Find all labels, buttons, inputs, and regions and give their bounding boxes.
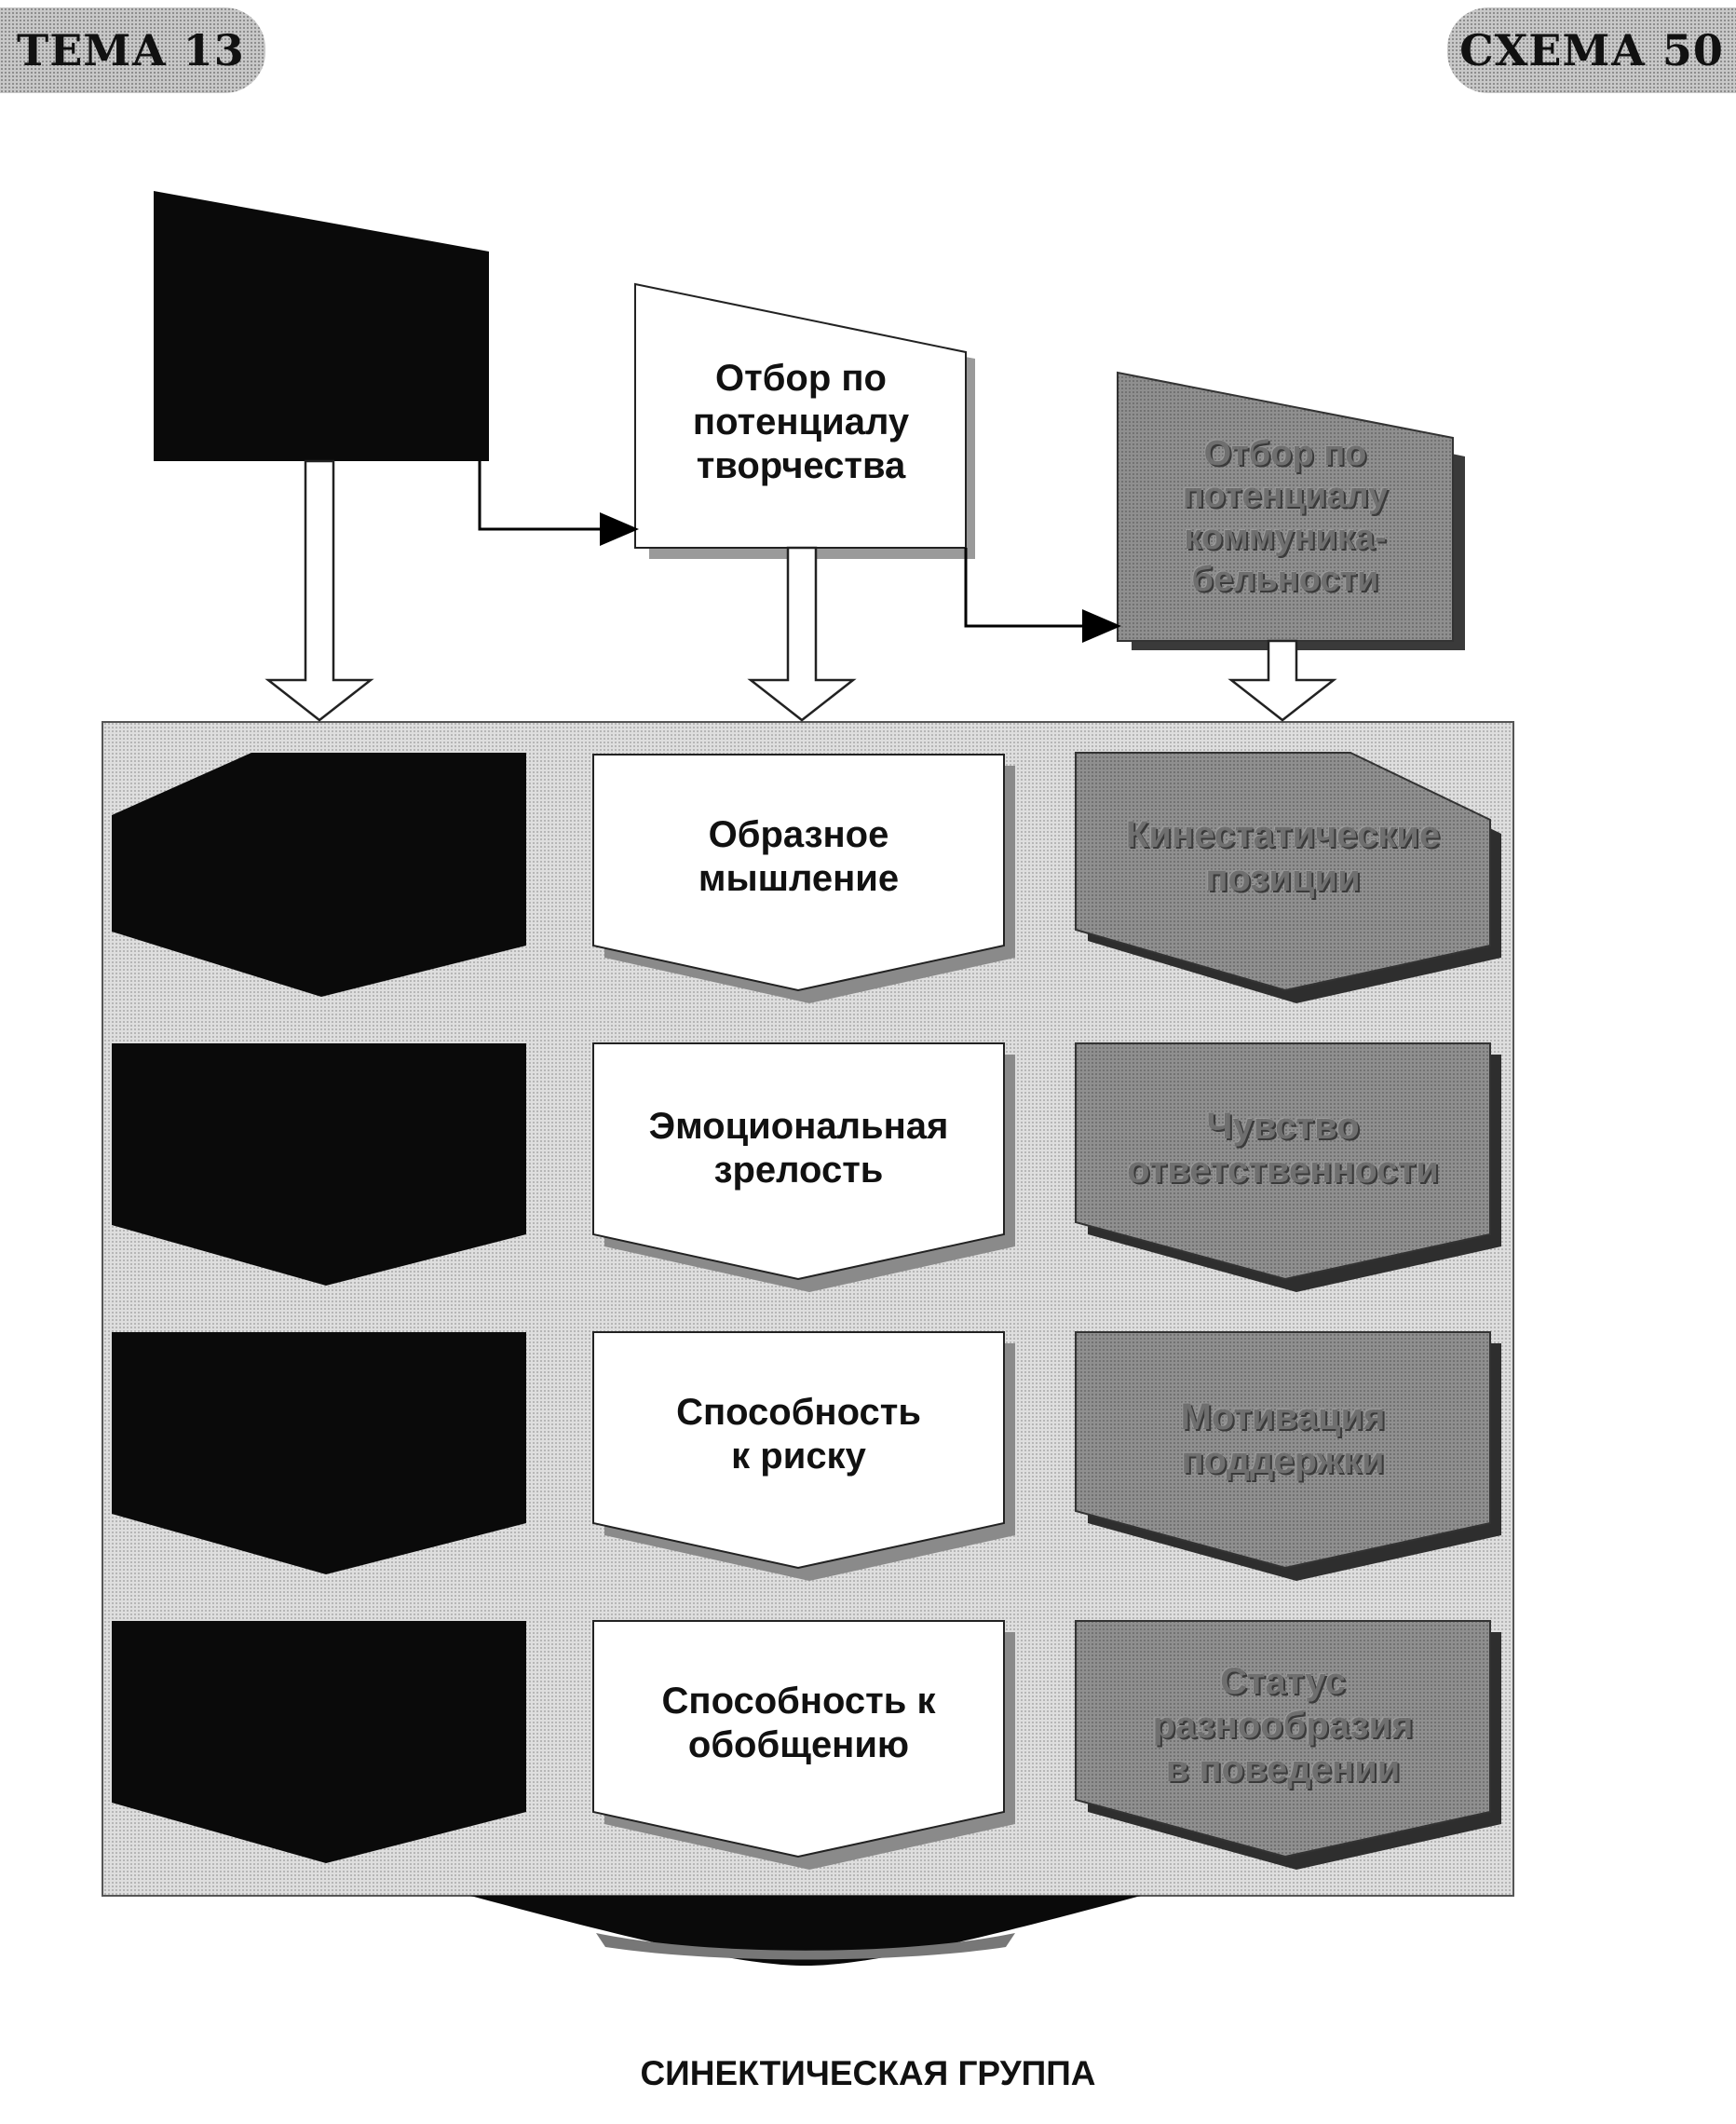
top-box-left xyxy=(154,191,489,461)
right-box-1 xyxy=(1075,752,1491,992)
center-label-3: Способность к риску xyxy=(676,1392,921,1477)
down-arrow-left xyxy=(264,459,374,722)
center-box-4 xyxy=(592,1620,1005,1858)
right-label-3: Мотивация поддержки xyxy=(1180,1396,1386,1481)
left-box-4 xyxy=(112,1621,526,1863)
top-box-right-label: Отбор по потенциалу коммуника- бельности xyxy=(1182,434,1389,599)
bottom-funnel xyxy=(470,1896,1141,1966)
right-label-2: Чувство ответственности xyxy=(1127,1106,1439,1191)
top-box-center-label: Отбор по потенциалу творчества xyxy=(692,357,910,486)
top-box-right xyxy=(1117,371,1454,642)
center-label-1: Образное мышление xyxy=(698,814,900,899)
down-arrow-center xyxy=(747,546,857,722)
topic-label: ТЕМА 13 xyxy=(17,25,245,75)
bottom-funnel-lip xyxy=(596,1933,1015,1960)
scheme-tab: СХЕМА 50 xyxy=(1447,7,1736,93)
down-arrow-right xyxy=(1227,639,1337,722)
right-box-2 xyxy=(1075,1042,1491,1281)
left-box-3 xyxy=(112,1332,526,1574)
center-box-2 xyxy=(592,1042,1005,1281)
right-column xyxy=(1075,752,1501,1870)
center-box-1 xyxy=(592,754,1005,992)
left-box-1 xyxy=(112,753,526,997)
center-box-3 xyxy=(592,1331,1005,1570)
group-title: СИНЕКТИЧЕСКАЯ ГРУППА xyxy=(640,2054,1096,2092)
center-label-2: Эмоциональная зрелость xyxy=(648,1106,949,1191)
right-label-1: Кинестатические позиции xyxy=(1125,814,1441,899)
right-label-4: Статус разнообразия в поведении xyxy=(1152,1661,1414,1790)
right-box-4 xyxy=(1075,1620,1491,1858)
topic-tab: ТЕМА 13 xyxy=(0,7,265,93)
connector-center-to-right xyxy=(964,548,1121,643)
left-column xyxy=(112,753,526,1863)
center-column xyxy=(592,754,1015,1870)
center-label-4: Способность к обобщению xyxy=(661,1681,936,1765)
right-box-3 xyxy=(1075,1331,1491,1570)
connector-left-to-center xyxy=(478,461,639,546)
left-box-2 xyxy=(112,1043,526,1286)
scheme-label: СХЕМА 50 xyxy=(1459,25,1724,75)
